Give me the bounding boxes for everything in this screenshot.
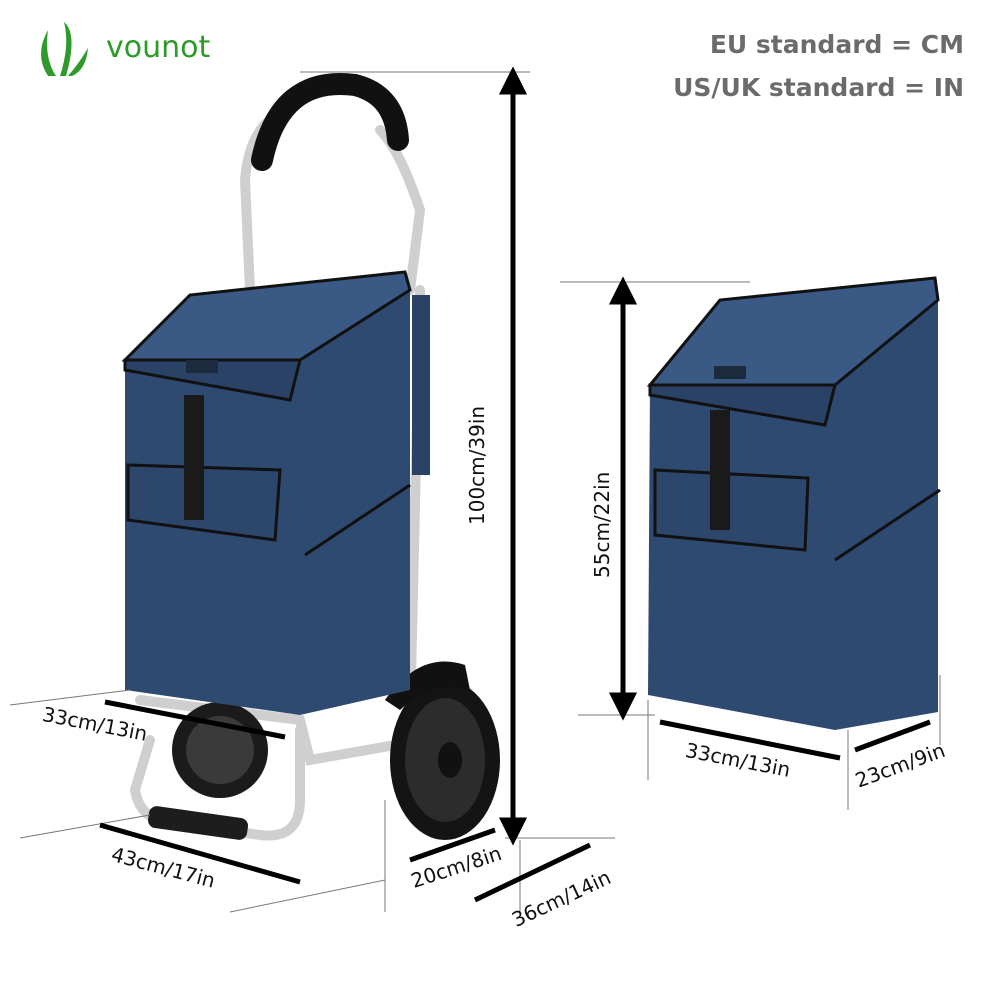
- bag-height-label: 55cm/22in: [590, 471, 614, 578]
- total-height-label: 100cm/39in: [465, 405, 489, 525]
- brand-name: vounot: [106, 30, 211, 65]
- us-standard-note: US/UK standard = IN: [673, 73, 964, 102]
- trolley-bag: [121, 270, 430, 715]
- standalone-bag: [646, 276, 941, 730]
- handle-grip: [251, 73, 409, 171]
- brand-logo-icon: [41, 22, 88, 76]
- dimension-lines: [9, 71, 941, 915]
- foot-rest: [147, 806, 249, 840]
- wheel-icon: [172, 661, 500, 840]
- dimension-arrows: [99, 66, 931, 903]
- eu-standard-note: EU standard = CM: [709, 30, 964, 59]
